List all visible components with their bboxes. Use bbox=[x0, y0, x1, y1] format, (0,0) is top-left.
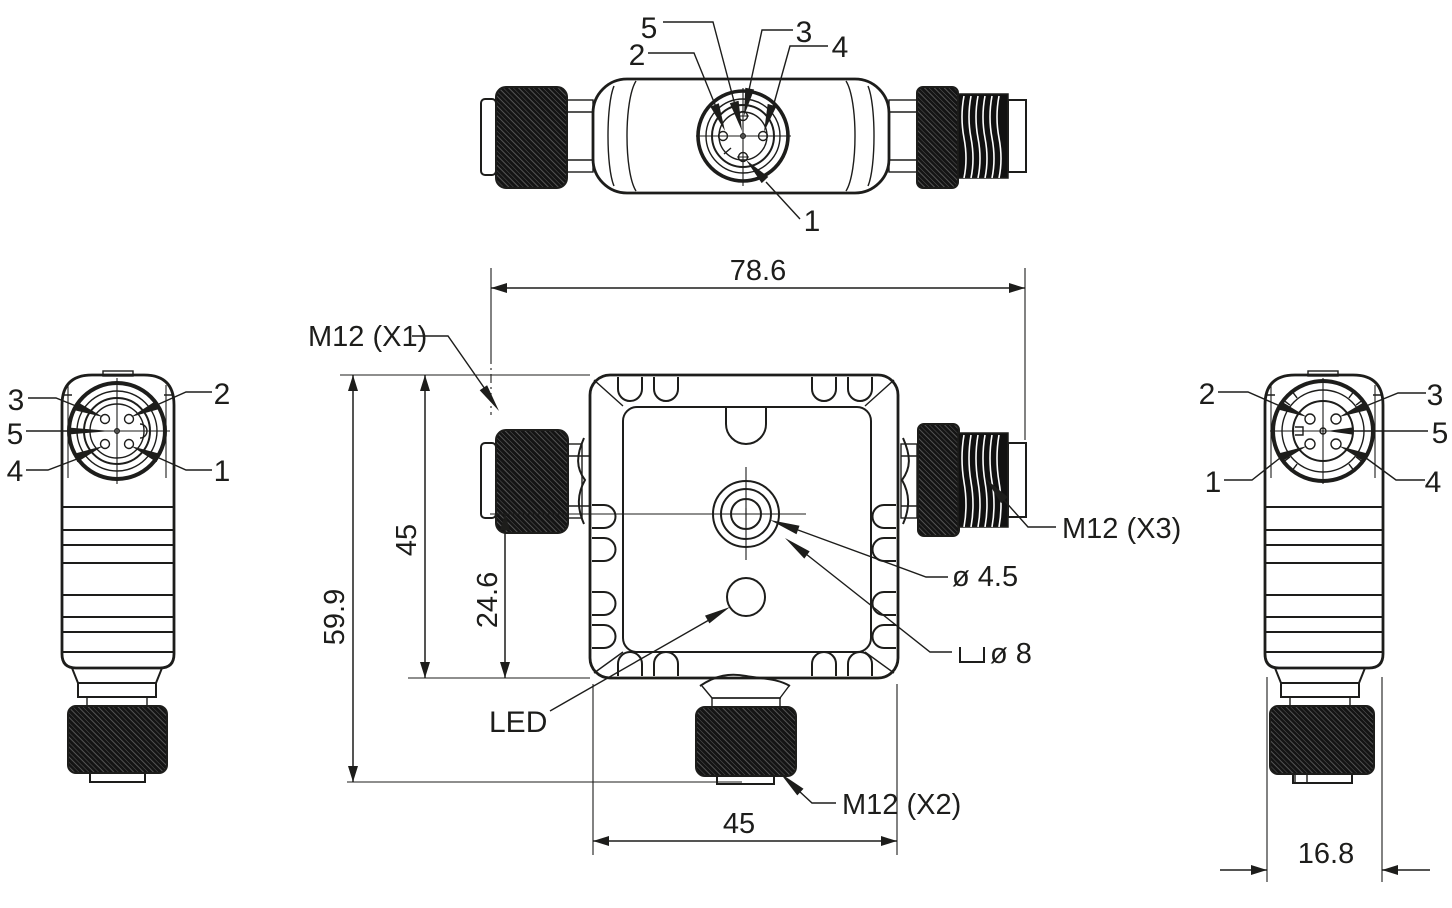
counterbore-label: ø 8 bbox=[990, 638, 1032, 670]
right-view-ribs bbox=[1266, 506, 1382, 653]
right-pin3-label: 3 bbox=[1427, 379, 1444, 412]
dim-hole-center-offset: 24.6 bbox=[472, 513, 806, 678]
right-pin1-label: 1 bbox=[1205, 466, 1222, 499]
left-pin5-label: 5 bbox=[7, 418, 24, 451]
counterbore-symbol bbox=[959, 647, 985, 663]
dim-hole-center-offset-value: 24.6 bbox=[472, 572, 504, 628]
front-x1-connector bbox=[480, 429, 590, 534]
keying-notch bbox=[723, 147, 732, 155]
dim-overall-height: 59.9 bbox=[319, 374, 742, 783]
dim-overall-width-value: 78.6 bbox=[730, 255, 786, 287]
right-view-body bbox=[1263, 373, 1385, 670]
top-x1-nut bbox=[495, 86, 568, 189]
dim-overall-height-value: 59.9 bbox=[319, 589, 351, 645]
left-side-view: 3 5 4 2 1 bbox=[7, 370, 231, 783]
leader-hole-diameter: ø 4.5 bbox=[770, 520, 1018, 593]
right-side-view: 2 3 5 1 4 16.8 bbox=[1199, 370, 1449, 882]
right-view-pin-leaders bbox=[1218, 391, 1428, 481]
front-view: 78.6 59.9 45 24.6 bbox=[308, 255, 1181, 855]
keying-notch bbox=[139, 423, 148, 439]
top-edge-lobes bbox=[617, 377, 873, 402]
front-face-plate bbox=[622, 406, 872, 653]
top-x3-nut bbox=[916, 86, 959, 189]
top-x1-tip bbox=[480, 98, 497, 176]
top-view-pin-leaders bbox=[648, 21, 828, 220]
led-label: LED bbox=[489, 706, 547, 739]
connector-x1-label: M12 (X1) bbox=[308, 321, 427, 353]
leader-x2: M12 (X2) bbox=[780, 773, 961, 821]
dim-overall-width: 78.6 bbox=[490, 255, 1026, 440]
dim-body-width: 45 bbox=[592, 684, 898, 855]
top-x3-threads bbox=[957, 93, 1009, 179]
top-view-connector-face bbox=[696, 88, 791, 186]
right-pin4-label: 4 bbox=[1425, 466, 1442, 499]
top-view: 5 2 3 4 1 bbox=[480, 12, 1027, 238]
left-view-pin-leaders bbox=[26, 391, 212, 471]
left-view-body bbox=[60, 373, 176, 670]
knurl-ring-marks bbox=[1283, 391, 1363, 471]
keying-notch bbox=[1295, 426, 1304, 436]
leader-x1: M12 (X1) bbox=[308, 321, 499, 411]
left-pin3-label: 3 bbox=[8, 384, 25, 417]
top-pin2-label: 2 bbox=[629, 39, 646, 72]
leader-x3: M12 (X3) bbox=[986, 479, 1181, 545]
left-pin2-label: 2 bbox=[214, 378, 231, 411]
left-pin1-label: 1 bbox=[214, 455, 231, 488]
front-body bbox=[588, 373, 900, 680]
connector-x3-label: M12 (X3) bbox=[1062, 513, 1181, 545]
top-x3-tip bbox=[1007, 99, 1027, 173]
dim-side-width-value: 16.8 bbox=[1298, 838, 1354, 870]
top-pin1-label: 1 bbox=[804, 205, 821, 238]
leader-led: LED bbox=[489, 607, 730, 739]
right-edge-lobes bbox=[871, 504, 896, 649]
left-view-bottom-connector bbox=[67, 667, 168, 783]
right-pin2-label: 2 bbox=[1199, 378, 1216, 411]
bottom-edge-lobes bbox=[617, 651, 873, 676]
top-pin3-label: 3 bbox=[796, 16, 813, 49]
right-view-bottom-connector bbox=[1269, 667, 1375, 784]
connector-x2-label: M12 (X2) bbox=[842, 789, 961, 821]
dim-upper-body-height: 45 bbox=[391, 375, 590, 679]
face-plate-notch bbox=[725, 407, 767, 445]
top-pin5-label: 5 bbox=[641, 12, 658, 45]
dim-side-width: 16.8 bbox=[1220, 677, 1430, 882]
dim-upper-body-height-value: 45 bbox=[391, 524, 423, 556]
front-x3-connector bbox=[900, 423, 1027, 537]
left-edge-lobes bbox=[592, 504, 617, 649]
left-view-ribs bbox=[63, 506, 173, 653]
top-pin4-label: 4 bbox=[832, 31, 849, 64]
left-pin4-label: 4 bbox=[7, 455, 24, 488]
right-pin5-label: 5 bbox=[1432, 417, 1449, 450]
led-window bbox=[726, 577, 766, 617]
leader-counterbore: ø 8 bbox=[785, 538, 1032, 670]
mounting-hole-label: ø 4.5 bbox=[952, 561, 1018, 593]
front-x2-connector bbox=[695, 673, 797, 785]
dim-body-width-value: 45 bbox=[723, 808, 755, 840]
